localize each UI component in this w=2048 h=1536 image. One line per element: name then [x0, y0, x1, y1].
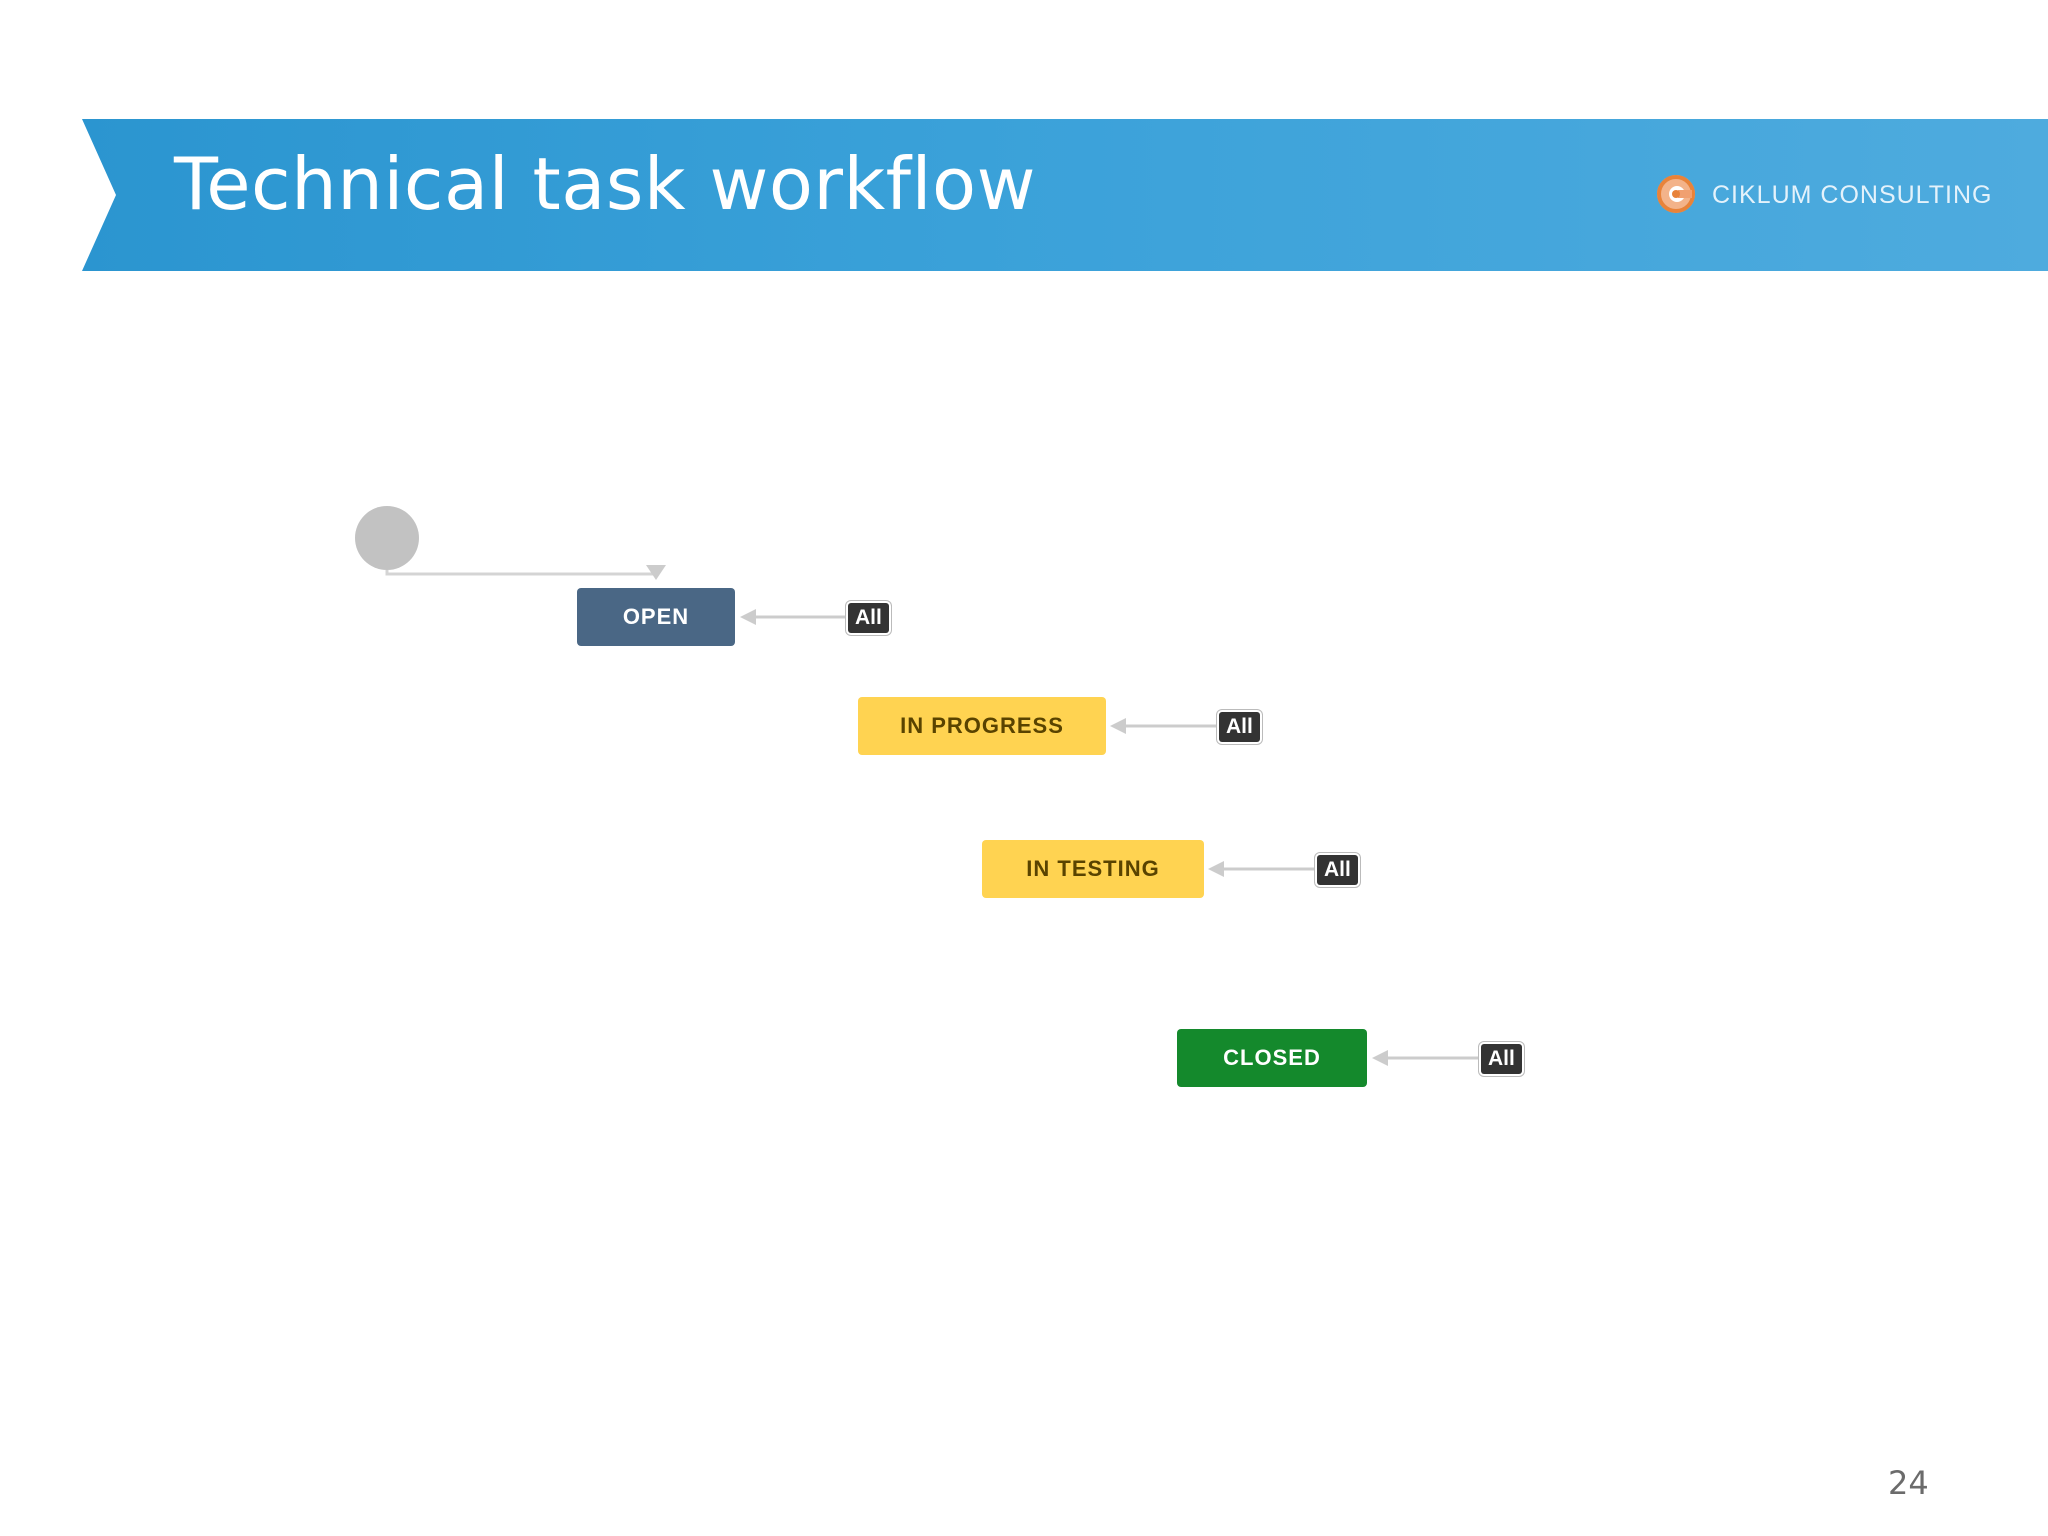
start-node-icon	[355, 506, 419, 570]
slide-title: Technical task workflow	[174, 142, 1036, 226]
status-in-testing: IN TESTING	[982, 840, 1204, 898]
initial-transition-arrow	[385, 565, 658, 576]
brand-name: CIKLUM CONSULTING	[1712, 181, 1993, 209]
page-number: 24	[1888, 1464, 1929, 1502]
initial-transition-arrowhead	[646, 565, 666, 580]
global-transition-arrowhead-closed	[1372, 1050, 1388, 1066]
global-transition-badge-open: All	[848, 603, 889, 633]
status-closed: CLOSED	[1177, 1029, 1367, 1087]
global-transition-badge-in-testing: All	[1317, 855, 1358, 885]
status-in-progress: IN PROGRESS	[858, 697, 1106, 755]
title-banner	[82, 119, 2048, 271]
global-transition-badge-in-progress: All	[1219, 712, 1260, 742]
global-transition-arrowhead-testing	[1208, 861, 1224, 877]
global-transition-arrowhead-open	[740, 609, 756, 625]
ciklum-logo-icon	[1657, 175, 1695, 213]
global-transition-arrowhead-progress	[1110, 718, 1126, 734]
status-open: OPEN	[577, 588, 735, 646]
global-transition-badge-closed: All	[1481, 1044, 1522, 1074]
